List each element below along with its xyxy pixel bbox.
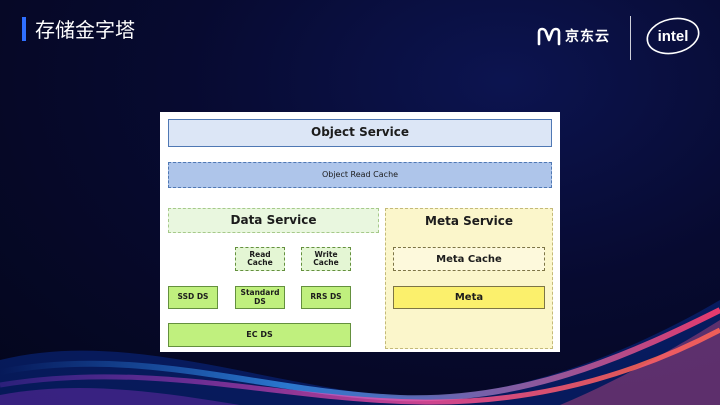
meta-service-panel	[385, 208, 553, 349]
object-service-box: Object Service	[168, 119, 552, 147]
jd-logo-text: 京东云	[565, 29, 610, 45]
intel-logo: intel	[646, 17, 700, 55]
ec-ds-label: EC DS	[246, 329, 273, 339]
meta-service-label: Meta Service	[425, 213, 513, 228]
jd-cloud-logo: 京东云	[537, 26, 610, 46]
ec-ds-box: EC DS	[168, 323, 351, 347]
read-cache-box: Read Cache	[235, 247, 285, 271]
ssd-ds-label: SSD DS	[177, 292, 209, 302]
standard-ds-label: Standard DS	[240, 288, 280, 306]
meta-label: Meta	[454, 292, 484, 303]
write-cache-box: Write Cache	[301, 247, 351, 271]
object-service-label: Object Service	[311, 125, 409, 140]
intel-logo-text: intel	[658, 28, 689, 45]
ssd-ds-box: SSD DS	[168, 286, 218, 309]
logo-divider	[630, 16, 631, 60]
write-cache-label: Write Cache	[313, 249, 339, 267]
meta-cache-box: Meta Cache	[393, 247, 545, 271]
data-service-label: Data Service	[230, 212, 317, 227]
rrs-ds-box: RRS DS	[301, 286, 351, 309]
rrs-ds-label: RRS DS	[310, 292, 342, 302]
meta-cache-label: Meta Cache	[436, 253, 502, 265]
data-service-box: Data Service	[168, 208, 379, 233]
meta-box: Meta	[393, 286, 545, 309]
slide-title: 存储金字塔	[35, 18, 135, 42]
storage-pyramid-diagram: Object Service Object Read Cache Meta Se…	[160, 112, 560, 352]
object-read-cache-box: Object Read Cache	[168, 162, 552, 188]
title-accent-bar	[22, 17, 26, 41]
object-read-cache-label: Object Read Cache	[321, 169, 399, 179]
read-cache-label: Read Cache	[247, 249, 273, 267]
standard-ds-box: Standard DS	[235, 286, 285, 309]
jd-logo-icon	[537, 27, 561, 46]
